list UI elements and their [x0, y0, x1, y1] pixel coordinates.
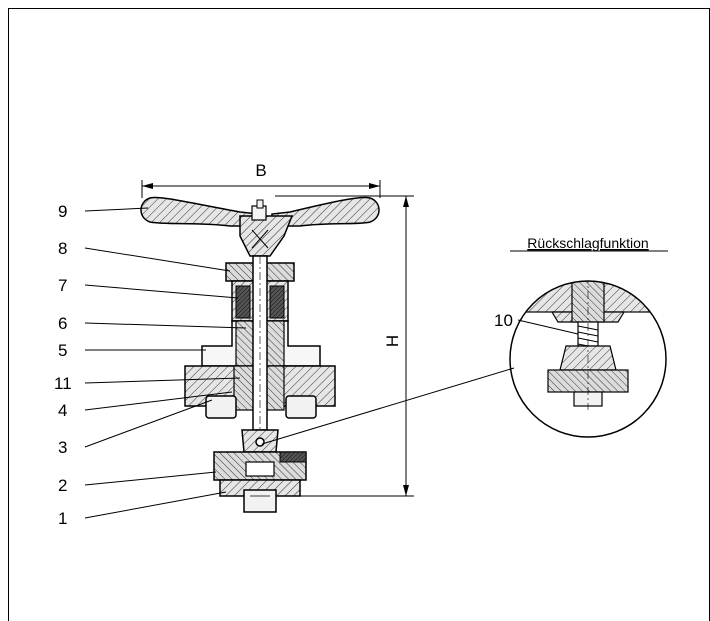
callout-7: 7 [58, 276, 67, 295]
screw-right [285, 395, 317, 419]
dimension-h: H [275, 195, 414, 497]
screw-left [205, 395, 237, 419]
callout-9: 9 [58, 202, 67, 221]
packing-left [235, 285, 251, 319]
callout-1: 1 [58, 509, 67, 528]
dimension-h-label: H [383, 335, 402, 347]
handwheel [140, 196, 380, 257]
callout-leaders [84, 207, 515, 519]
valve-assembly [140, 196, 380, 513]
dimension-b-label: B [255, 161, 266, 180]
callout-11: 11 [54, 374, 72, 393]
packing-right [269, 285, 285, 319]
detail-view: Rückschlagfunktion 10 [494, 235, 668, 438]
callout-10: 10 [494, 311, 513, 330]
callout-labels: 9 8 7 6 5 11 4 3 2 1 [54, 202, 72, 528]
callout-8: 8 [58, 239, 67, 258]
detail-title: Rückschlagfunktion [527, 235, 648, 251]
callout-3: 3 [58, 438, 67, 457]
callout-4: 4 [58, 401, 67, 420]
callout-6: 6 [58, 314, 67, 333]
dimension-b: B [141, 161, 381, 198]
bottom-nut [243, 489, 277, 513]
cone-pin [255, 437, 265, 447]
callout-2: 2 [58, 476, 67, 495]
callout-5: 5 [58, 341, 67, 360]
detail-circle [509, 280, 667, 438]
